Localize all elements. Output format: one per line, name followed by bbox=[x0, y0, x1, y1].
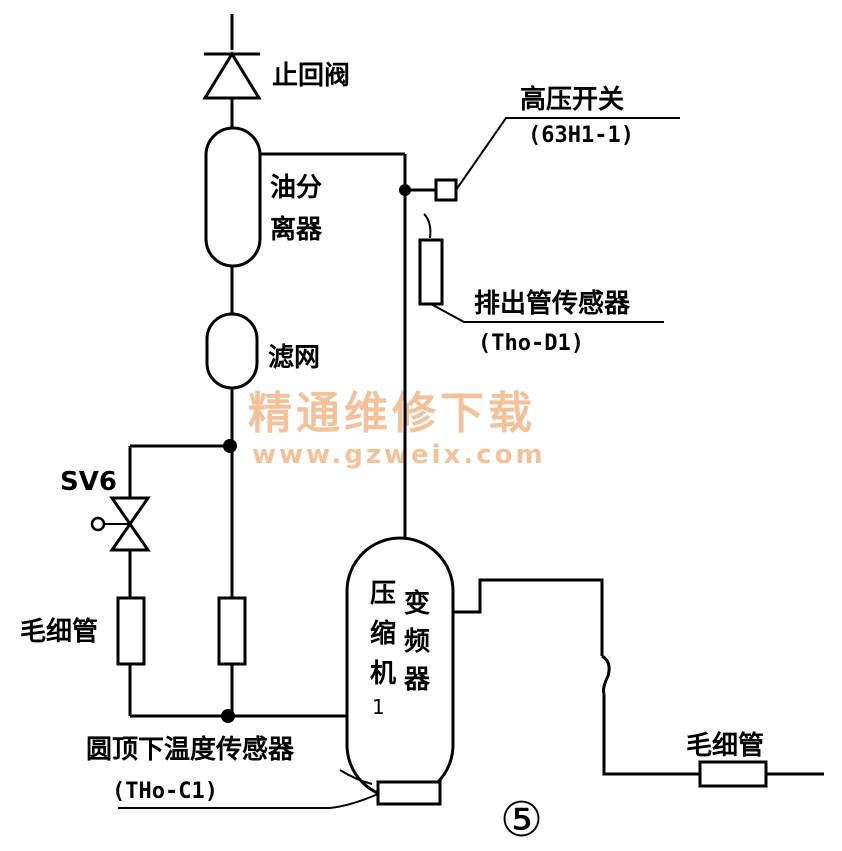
capillary-tube-left bbox=[116, 596, 146, 666]
compressor-char-1: 压 bbox=[370, 579, 396, 609]
oil-separator bbox=[204, 126, 262, 268]
watermark-title: 精通维修下载 bbox=[248, 388, 536, 439]
junction-dot bbox=[399, 184, 411, 196]
dome-sensor-leader-curve bbox=[329, 793, 379, 809]
sv6-label: SV6 bbox=[60, 467, 117, 497]
check-valve-label: 止回阀 bbox=[272, 61, 350, 91]
capillary-label-right: 毛细管 bbox=[686, 730, 764, 761]
bypass-branch bbox=[128, 444, 350, 718]
discharge-sensor-icon bbox=[418, 238, 444, 306]
dome-sensor-label: 圆顶下温度传感器 bbox=[86, 734, 295, 765]
strainer bbox=[205, 312, 259, 390]
capillary-tube-right bbox=[698, 760, 768, 788]
high-pressure-switch-leader bbox=[455, 117, 680, 191]
inverter-char-1: 变 bbox=[404, 588, 430, 619]
figure-number: ⑤ bbox=[500, 792, 543, 848]
compressor-char-2: 缩 bbox=[370, 618, 396, 649]
sensor-wire bbox=[423, 213, 432, 239]
watermark: 精通维修下载 www.gzweix.com bbox=[248, 388, 546, 470]
capillary-tube-center bbox=[217, 596, 247, 666]
compressor-char-3: 机 bbox=[370, 659, 396, 689]
watermark-url: www.gzweix.com bbox=[252, 440, 546, 470]
junction-dot bbox=[223, 439, 237, 453]
high-pressure-switch-label: 高压开关 bbox=[520, 84, 624, 115]
oil-separator-label-2: 离器 bbox=[270, 214, 323, 245]
inverter-char-3: 器 bbox=[403, 665, 431, 695]
right-capillary-pipe bbox=[453, 578, 824, 776]
dome-sensor-code: (THo-C1) bbox=[112, 779, 218, 804]
dome-sensor-wire bbox=[339, 769, 373, 785]
junction-dot bbox=[221, 709, 235, 723]
compressor bbox=[345, 536, 455, 800]
high-pressure-switch-icon bbox=[434, 178, 458, 202]
strainer-label: 滤网 bbox=[268, 343, 320, 373]
discharge-sensor-label: 排出管传感器 bbox=[474, 289, 631, 319]
discharge-sensor-leader bbox=[430, 303, 664, 323]
solenoid-valve-icon bbox=[90, 496, 151, 552]
inverter-char-2: 频 bbox=[404, 627, 430, 657]
discharge-sensor-code: (Tho-D1) bbox=[478, 331, 584, 356]
oil-separator-label-1: 油分 bbox=[270, 173, 322, 203]
dome-sensor-icon bbox=[376, 780, 442, 806]
capillary-label-left: 毛细管 bbox=[20, 616, 98, 647]
compressor-number: 1 bbox=[372, 695, 385, 719]
high-pressure-switch-code: (63H1-1) bbox=[528, 123, 634, 148]
check-valve-icon bbox=[202, 51, 262, 100]
